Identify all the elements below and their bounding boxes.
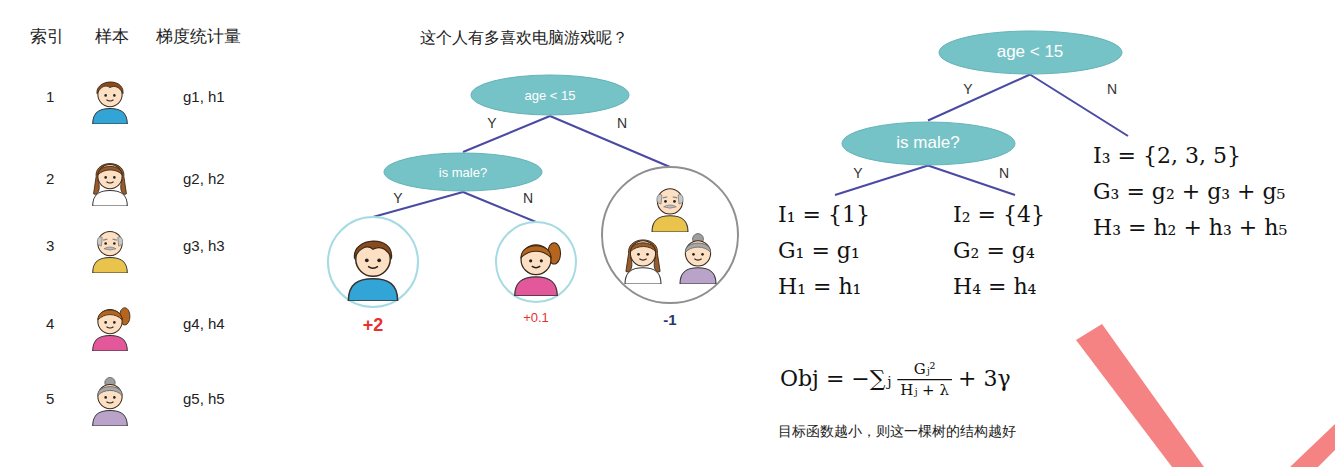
gradient-sum: I₃ = {2, 3, 5} (1093, 138, 1287, 174)
leaf-picture (326, 215, 420, 309)
objective-formula: Obj = −∑ⱼ (780, 366, 891, 392)
condition-text: is male? (896, 133, 959, 153)
condition-text: age < 15 (525, 88, 576, 103)
condition-text: is male? (439, 165, 487, 180)
tree-branch (835, 166, 928, 196)
decision-ellipse: age < 15 (938, 30, 1123, 75)
tree-branch (928, 166, 1015, 196)
index-number: 5 (46, 390, 54, 408)
branch-label: Y (391, 191, 404, 206)
ellipse-shape (842, 122, 1015, 165)
tree-branch (463, 192, 536, 222)
branch-label: N (615, 116, 629, 131)
sample-figure (515, 243, 561, 296)
decision-ellipse: age < 15 (470, 74, 630, 116)
ellipse-shape (471, 75, 629, 115)
sample-figure (625, 240, 661, 284)
leaf-picture (600, 165, 740, 305)
branch-label: N (1105, 82, 1119, 97)
gradient-sum: H₁ = h₁ (778, 269, 870, 305)
gradient-sum: I₂ = {4} (953, 197, 1045, 233)
objective-formula: + 3γ (958, 366, 1011, 392)
gradient-stats: g2, h2 (183, 170, 225, 188)
ellipse-shape (384, 153, 542, 191)
branch-label: Y (961, 82, 974, 97)
branch-label: Y (851, 166, 864, 181)
sample-figure (93, 377, 128, 426)
decision-ellipse: is male? (383, 152, 543, 192)
objective-formula: Gⱼ² (914, 360, 936, 378)
index-number: 3 (46, 237, 54, 255)
sample-figure (93, 82, 128, 124)
gradient-sum: I₁ = {1} (778, 197, 870, 233)
sample-figure (93, 164, 128, 206)
leaf-score: -1 (600, 311, 740, 328)
circle-outline (328, 217, 418, 307)
leaf-stats: I₃ = {2, 3, 5}G₃ = g₂ + g₃ + g₅H₃ = h₂ +… (1093, 136, 1287, 246)
leaf-stats: I₂ = {4}G₂ = g₄H₄ = h₄ (953, 195, 1045, 305)
gradient-sum: G₂ = g₄ (953, 233, 1045, 269)
sample-figure (93, 231, 128, 273)
gradient-sum: H₄ = h₄ (953, 269, 1045, 305)
section-title: 这个人有多喜欢电脑游戏呢？ (420, 28, 628, 47)
gradient-sum: G₃ = g₂ + g₃ + g₅ (1093, 174, 1287, 210)
leaf-circle: -1 (600, 165, 740, 328)
index-number: 1 (46, 88, 54, 106)
column-header: 样本 (95, 27, 129, 47)
note-text: 目标函数越小，则这一棵树的结构越好 (778, 423, 1016, 440)
sample-figure (93, 308, 130, 351)
leaf-score: +0.1 (494, 310, 578, 325)
objective-formula: Hⱼ + λ (900, 381, 949, 399)
ellipse-shape (939, 31, 1122, 74)
watermark-stripe (1076, 324, 1204, 467)
condition-text: age < 15 (997, 42, 1064, 62)
branch-label: N (997, 166, 1011, 181)
leaf-score: +2 (326, 315, 420, 336)
sample-figure (680, 234, 716, 284)
column-header: 索引 (30, 27, 64, 47)
gradient-stats: g3, h3 (183, 237, 225, 255)
circle-outline (602, 167, 738, 303)
column-header: 梯度统计量 (156, 27, 241, 47)
index-number: 4 (46, 315, 54, 333)
leaf-circle: +0.1 (494, 220, 578, 325)
leaf-circle: +2 (326, 215, 420, 336)
leaf-stats: I₁ = {1}G₁ = g₁H₁ = h₁ (778, 195, 870, 305)
gradient-sum: H₃ = h₂ + h₃ + h₅ (1093, 210, 1287, 246)
branch-label: N (521, 191, 535, 206)
tree-branch (1030, 75, 1128, 137)
branch-label: Y (485, 116, 498, 131)
tree-branch (463, 116, 550, 152)
gradient-sum: G₁ = g₁ (778, 233, 870, 269)
tree-branch (928, 75, 1030, 121)
circle-outline (496, 222, 576, 302)
index-number: 2 (46, 170, 54, 188)
sample-figure (348, 241, 397, 301)
watermark-stripe (1290, 424, 1335, 467)
tree-branch (550, 116, 670, 167)
gradient-stats: g5, h5 (183, 390, 225, 408)
gradient-stats: g1, h1 (183, 88, 225, 106)
decision-ellipse: is male? (841, 121, 1016, 166)
leaf-picture (494, 220, 578, 304)
tree-branch (373, 192, 463, 217)
gradient-stats: g4, h4 (183, 315, 225, 333)
fraction-bar (897, 379, 952, 380)
sample-figure (652, 189, 688, 232)
